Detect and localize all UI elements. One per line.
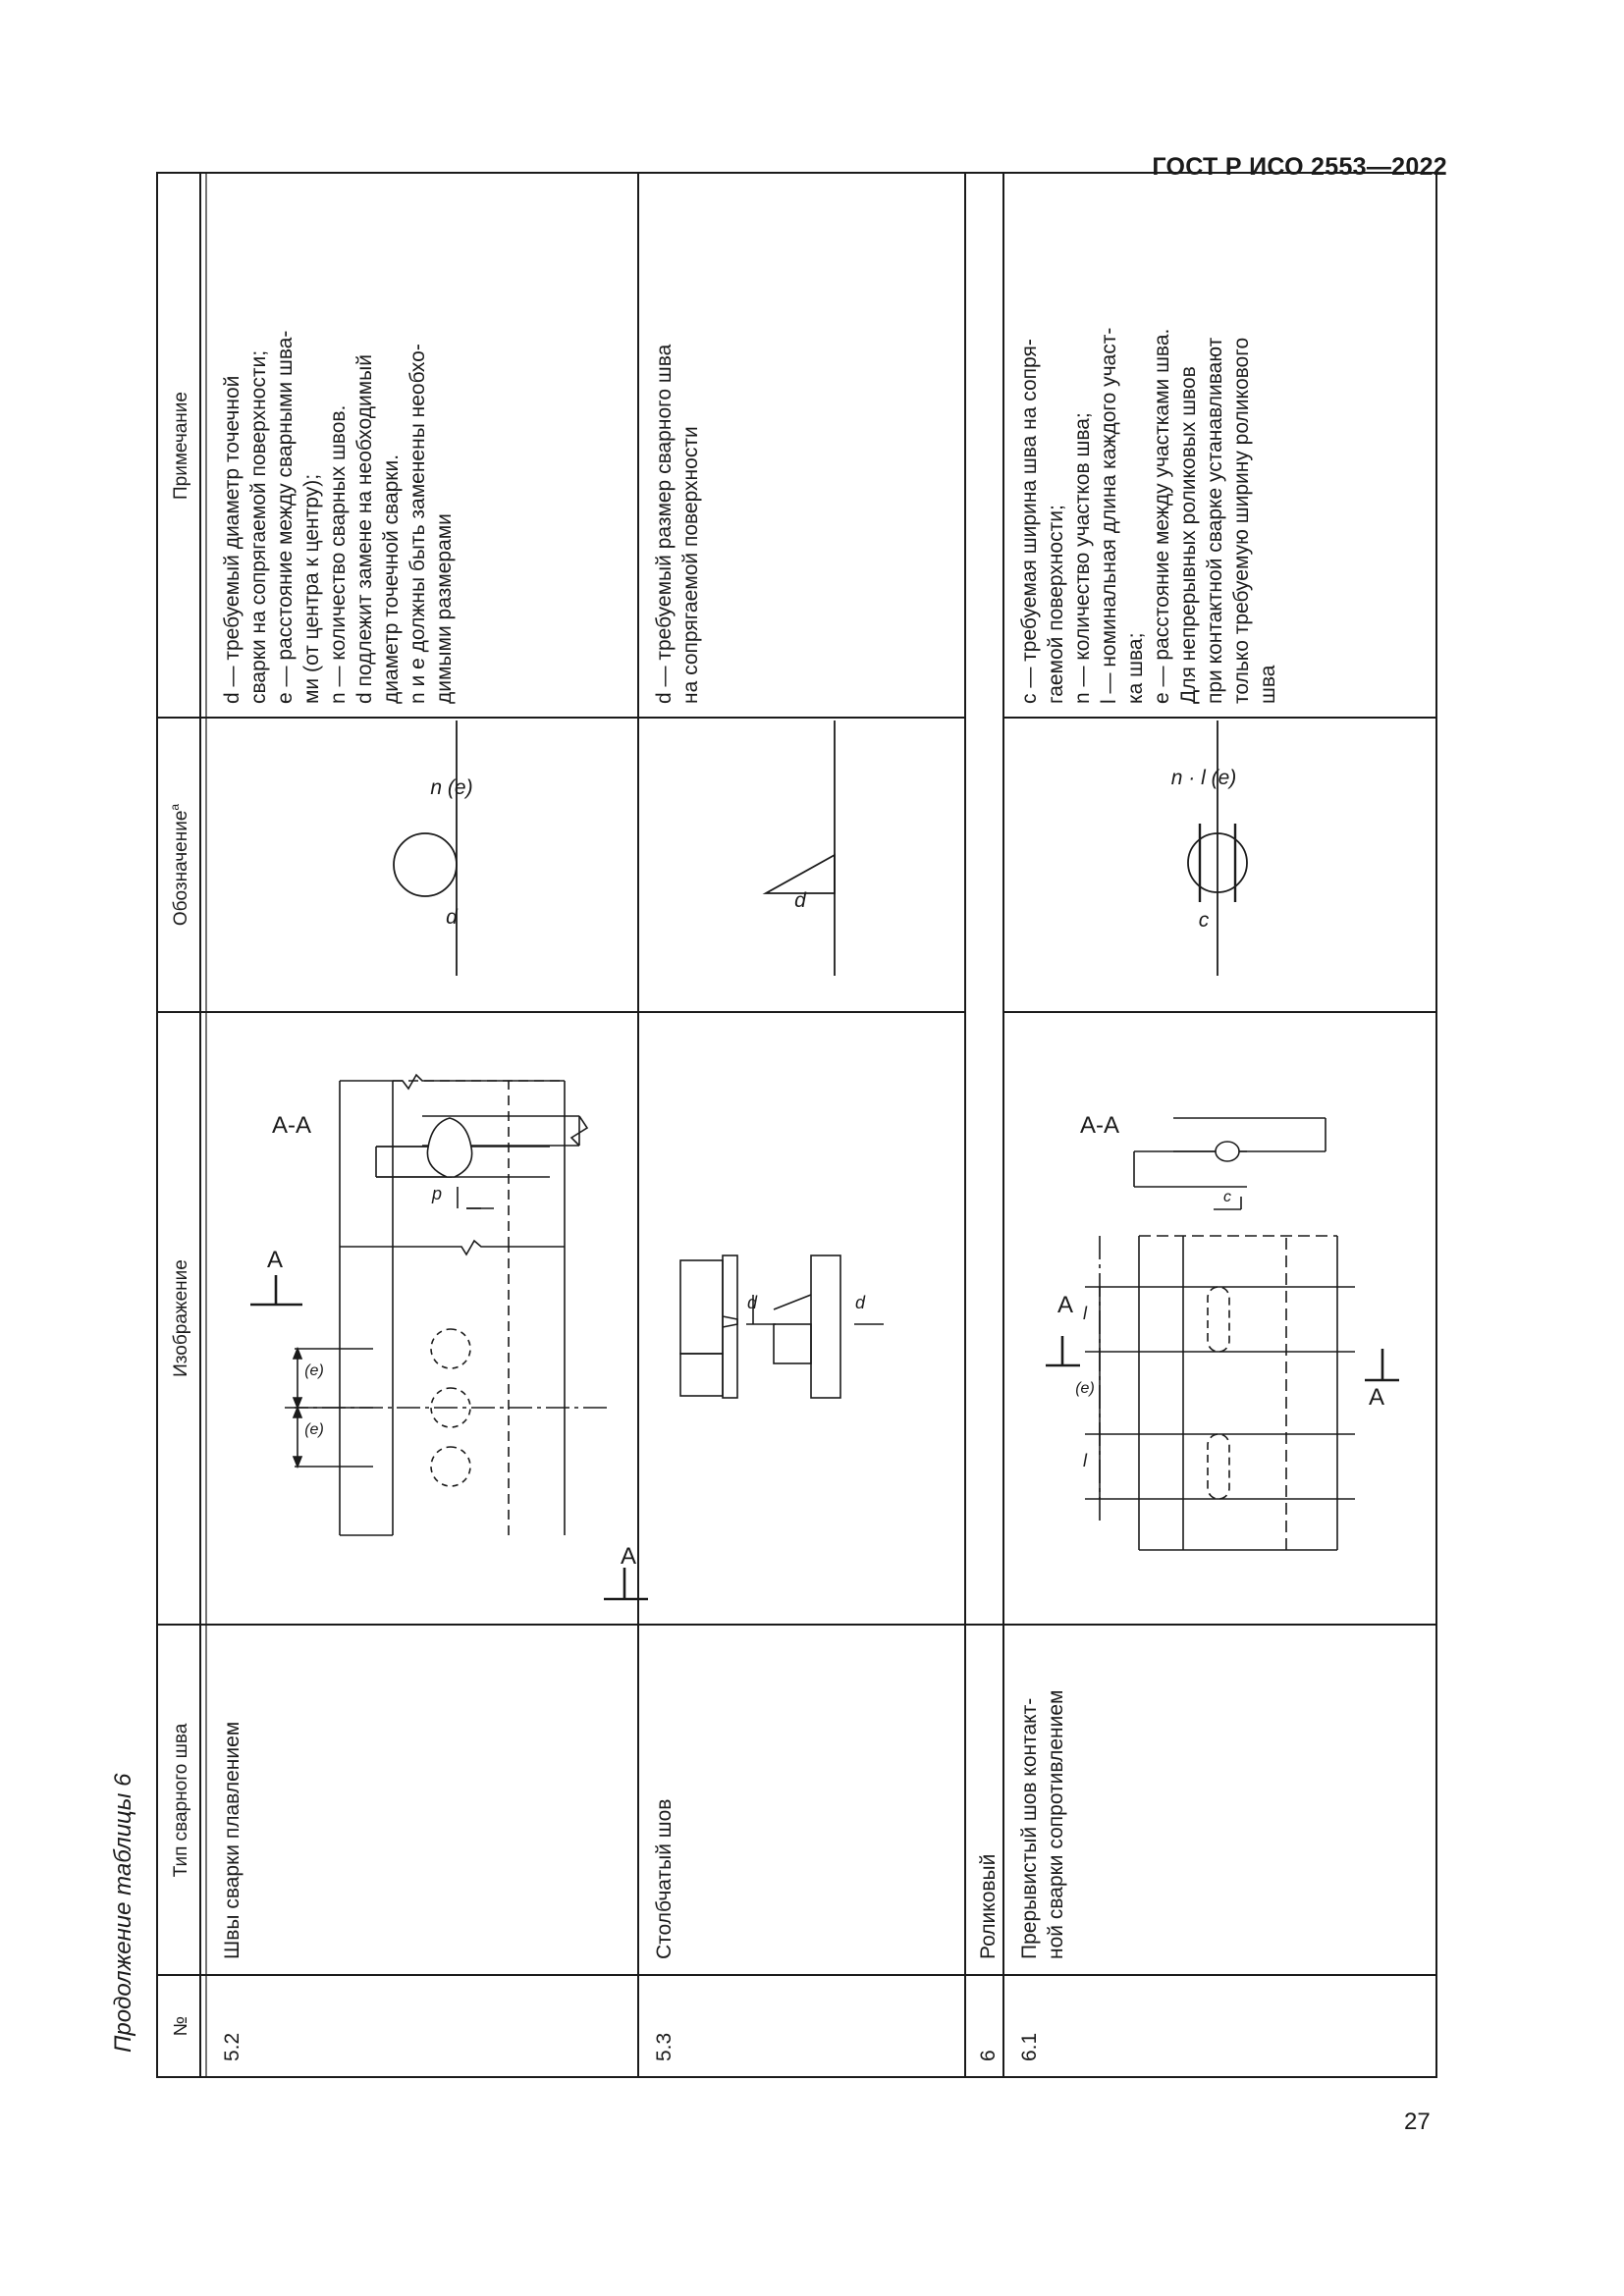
row-5-2-type: Швы сварки плавлением: [221, 1722, 244, 1959]
column-header-type: Тип сварного шва: [171, 1723, 191, 1877]
row-6-1-type-line: ной сварки сопротивлением: [1045, 1690, 1067, 1959]
svg-text:d: d: [794, 889, 807, 912]
svg-text:l — номинальная длина каждого: l — номинальная длина каждого участ-: [1098, 328, 1120, 704]
row-5-2-note: d — требуемый диаметр точечной сварки на…: [221, 331, 456, 704]
svg-text:c: c: [1223, 1189, 1231, 1205]
svg-text:d подлежит замене на необх: d подлежит замене на необходимый: [353, 354, 376, 704]
svg-text:диаметр точечной сварки.: диаметр точечной сварки.: [380, 454, 403, 704]
row-6-1-type-line: Прерывистый шов контакт-: [1018, 1698, 1041, 1959]
svg-text:A: A: [267, 1247, 283, 1273]
svg-text:n — количество сварных швов.: n — количество сварных швов.: [327, 405, 350, 704]
column-header-image: Изображение: [171, 1259, 191, 1377]
svg-text:d — требуемый диаметр точе: d — требуемый диаметр точечной: [221, 376, 244, 704]
svg-text:A-A: A-A: [272, 1112, 311, 1139]
column-header-note: Примечание: [171, 392, 191, 500]
row-5-2-number: 5.2: [221, 2033, 244, 2061]
row-5-3-number: 5.3: [653, 2033, 676, 2061]
svg-text:d — требуемый размер сварного: d — требуемый размер сварного шва: [653, 344, 676, 704]
row-5-3-drawing: d d: [679, 1255, 884, 1399]
table-grid: [156, 172, 1437, 2078]
svg-text:(e): (e): [1075, 1380, 1095, 1397]
svg-text:d: d: [747, 1293, 758, 1312]
svg-text:Для непрерывных роликовых: Для непрерывных роликовых швов: [1177, 366, 1200, 704]
svg-text:A: A: [1057, 1292, 1073, 1318]
row-6-number: 6: [977, 2050, 1000, 2061]
svg-text:e — расстояние между участками: e — расстояние между участками шва.: [1151, 329, 1173, 704]
svg-text:d: d: [855, 1293, 866, 1312]
svg-text:димыми размерами: димыми размерами: [433, 513, 456, 704]
row-6-1-drawing: A A l (e) l A-A c: [1046, 1112, 1399, 1551]
row-5-3-note: d — требуемый размер сварного шва на соп…: [653, 344, 702, 704]
svg-text:только требуемую ширину ролико: только требуемую ширину роликового: [1230, 338, 1253, 704]
svg-text:n — количество участков шва;: n — количество участков шва;: [1071, 412, 1094, 704]
standard-designation: ГОСТ Р ИСО 2553—2022: [1152, 153, 1447, 181]
svg-text:(e): (e): [304, 1362, 324, 1379]
svg-text:p: p: [431, 1184, 442, 1203]
row-5-3-symbol: d: [762, 721, 836, 976]
svg-text:при контактной сварке устанавл: при контактной сварке устанавливают: [1204, 337, 1226, 704]
row-5-2-symbol: d n (e): [393, 721, 473, 976]
svg-text:c — требуемая ширина шва на со: c — требуемая ширина шва на сопря-: [1018, 339, 1041, 704]
svg-text:шва: шва: [1257, 665, 1279, 704]
row-5-3-type: Столбчатый шов: [653, 1799, 676, 1959]
column-header-symbol: Обозначениеa: [168, 804, 191, 927]
svg-text:e — расстояние между сварными: e — расстояние между сварными шва-: [274, 331, 297, 704]
svg-text:l: l: [1083, 1304, 1088, 1323]
svg-text:c: c: [1199, 909, 1210, 932]
svg-text:на сопрягаемой поверхности: на сопрягаемой поверхности: [679, 426, 702, 704]
row-6-1-number: 6.1: [1018, 2033, 1041, 2061]
column-header-no: №: [171, 2016, 191, 2036]
row-6-type: Роликовый: [977, 1854, 1000, 1959]
row-6-1-note: c — требуемая ширина шва на сопря- гаемо…: [1018, 328, 1279, 704]
svg-text:d: d: [446, 906, 459, 929]
row-5-2-drawing: A A (e) (e) A-A p: [250, 1073, 648, 1601]
svg-text:n (e): n (e): [430, 776, 472, 799]
svg-text:ми (от центра к центру);: ми (от центра к центру);: [300, 474, 323, 704]
svg-text:A-A: A-A: [1080, 1112, 1119, 1139]
svg-text:ка шва;: ка шва;: [1124, 633, 1147, 704]
page-number: 27: [1404, 2109, 1431, 2135]
svg-text:A: A: [1369, 1384, 1384, 1411]
svg-text:(e): (e): [304, 1421, 324, 1438]
svg-text:гаемой поверхности;: гаемой поверхности;: [1045, 505, 1067, 704]
svg-text:n · l (e): n · l (e): [1171, 767, 1237, 789]
svg-text:A: A: [621, 1543, 636, 1570]
svg-text:сварки на сопрягаемой поверхно: сварки на сопрягаемой поверхности;: [247, 350, 270, 704]
table-caption: Продолжение таблицы 6: [110, 1773, 136, 2053]
row-6-1-symbol: c n · l (e): [1171, 721, 1248, 976]
svg-text:n и e должны быть заменены нео: n и e должны быть заменены необхо-: [406, 344, 429, 704]
svg-text:l: l: [1083, 1451, 1088, 1470]
